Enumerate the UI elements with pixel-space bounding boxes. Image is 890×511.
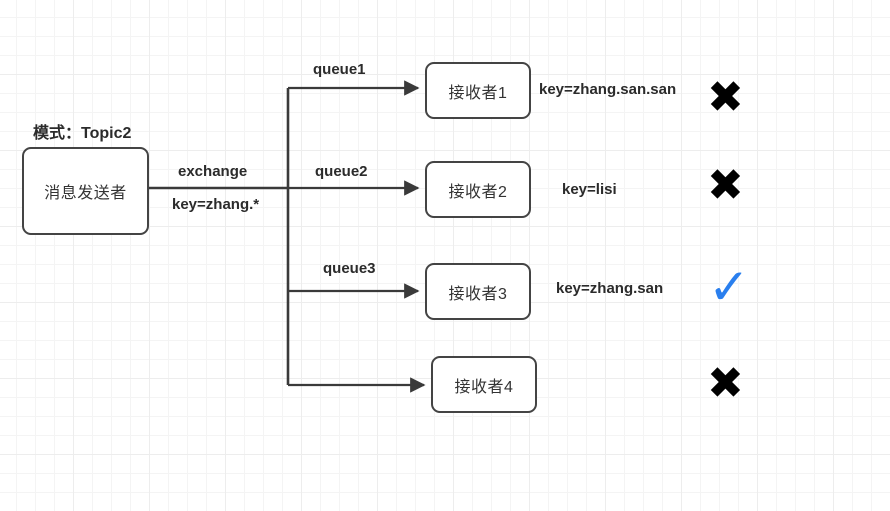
binding-key-label-1: key=zhang.san.san <box>539 81 677 98</box>
node-receiver-3-label: 接收者3 <box>448 285 508 303</box>
node-receiver-3[interactable]: 接收者3 <box>425 263 531 320</box>
node-receiver-2-label: 接收者2 <box>448 183 508 201</box>
node-receiver-2[interactable]: 接收者2 <box>425 161 531 218</box>
node-receiver-4-label: 接收者4 <box>454 378 514 396</box>
node-receiver-4[interactable]: 接收者4 <box>431 356 537 413</box>
status-mark-1: ✖ <box>707 73 744 122</box>
node-message-sender[interactable]: 消息发送者 <box>22 147 149 235</box>
status-mark-2: ✖ <box>707 161 744 210</box>
diagram-title: 模式：Topic2 <box>33 125 132 142</box>
binding-key-label-3: key=zhang.san <box>556 280 664 297</box>
edge-label-queue1: queue1 <box>313 61 366 78</box>
node-receiver-1[interactable]: 接收者1 <box>425 62 531 119</box>
edge-label-queue3: queue3 <box>323 260 376 277</box>
status-mark-4: ✖ <box>707 359 744 408</box>
binding-key-label-2: key=lisi <box>562 181 617 198</box>
status-mark-3: ✓ <box>708 259 750 315</box>
edge-label-exchange: exchange <box>178 163 248 180</box>
edge-label-queue2: queue2 <box>315 163 368 180</box>
node-message-sender-label: 消息发送者 <box>44 185 127 202</box>
edge-label-exchange-routing-key: key=zhang.* <box>172 196 260 213</box>
node-receiver-1-label: 接收者1 <box>448 84 508 102</box>
